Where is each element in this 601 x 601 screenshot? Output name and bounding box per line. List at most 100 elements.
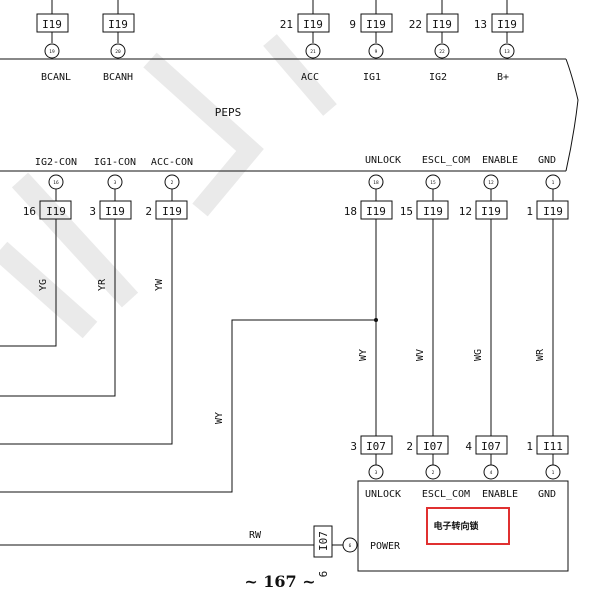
wire-label-wy-long: WY — [214, 412, 225, 424]
power-label: POWER — [370, 541, 401, 552]
escl-connector-labels: I07 I07 I07 I11 3 2 4 1 — [350, 440, 563, 453]
escl-pin-number: 4 — [465, 440, 472, 453]
signal-label-ig1: IG1 — [363, 72, 381, 83]
wire-label-wy: WY — [358, 349, 369, 361]
bottom-pin-number: 18 — [344, 205, 357, 218]
top-pin-number: 21 — [280, 18, 293, 31]
wire-junction — [374, 318, 378, 322]
peps-module — [0, 58, 579, 172]
bottom-pin-mark: 18 — [373, 180, 379, 186]
escl-connector-group — [360, 435, 569, 480]
bottom-pin-marks: 16 3 2 18 15 12 1 — [53, 180, 554, 186]
top-connector-name: I19 — [303, 18, 323, 31]
top-pin-mark: 21 — [310, 49, 316, 55]
module-title-peps: PEPS — [215, 106, 242, 119]
escl-pin-mark: 1 — [552, 470, 555, 476]
top-pin-marks: 19 20 21 9 22 13 — [49, 49, 510, 55]
top-pin-mark: 9 — [375, 49, 378, 55]
escl-pin-mark: 2 — [432, 470, 435, 476]
signal-label-escl-com: ESCL_COM — [422, 155, 470, 166]
bottom-connector-name: I19 — [366, 205, 386, 218]
wire-yr — [0, 219, 116, 397]
signal-label-acc: ACC — [301, 72, 319, 83]
top-pin-number: 13 — [474, 18, 487, 31]
bottom-pin-mark: 15 — [430, 180, 436, 186]
escl-pin-marks: 3 2 4 1 — [375, 470, 555, 476]
bottom-connector-name: I19 — [481, 205, 501, 218]
top-connector-labels: I19 I19 I19 I19 I19 I19 21 9 22 13 — [42, 18, 517, 31]
top-pin-mark: 13 — [504, 49, 510, 55]
escl-label-escl-com: ESCL_COM — [422, 489, 470, 500]
signal-label-ig2: IG2 — [429, 72, 447, 83]
bottom-pin-number: 12 — [459, 205, 472, 218]
bottom-connector-name: I19 — [162, 205, 182, 218]
escl-connector-name: I07 — [423, 440, 443, 453]
signal-label-ig1-con: IG1-CON — [94, 157, 136, 168]
wire-label-yr: YR — [97, 278, 108, 291]
escl-pin-number: 1 — [526, 440, 533, 453]
wire-label-wg: WG — [473, 349, 484, 361]
signal-label-bplus: B+ — [497, 72, 509, 83]
top-pin-mark: 19 — [49, 49, 55, 55]
top-connector-name: I19 — [42, 18, 62, 31]
top-pin-mark: 22 — [439, 49, 445, 55]
wire-yw — [0, 219, 173, 445]
escl-pin-mark: 4 — [490, 470, 493, 476]
signal-label-ig2-con: IG2-CON — [35, 157, 77, 168]
page-number: ~ 167 ~ — [244, 572, 315, 591]
signal-label-acc-con: ACC-CON — [151, 157, 193, 168]
escl-connector-name: I07 — [366, 440, 386, 453]
top-connector-name: I19 — [366, 18, 386, 31]
bottom-pin-mark: 12 — [488, 180, 494, 186]
top-connector-name: I19 — [497, 18, 517, 31]
bottom-connector-name: I19 — [46, 205, 66, 218]
wires — [0, 219, 554, 546]
signal-label-enable: ENABLE — [482, 155, 518, 166]
power-pin-number: 6 — [317, 571, 330, 578]
top-connector-name: I19 — [108, 18, 128, 31]
power-pin-mark: 6 — [349, 543, 352, 549]
peps-bottom-labels: IG2-CON IG1-CON ACC-CON UNLOCK ESCL_COM … — [35, 155, 556, 168]
power-connector-name: I07 — [317, 531, 330, 551]
escl-pin-number: 3 — [350, 440, 357, 453]
escl-module — [357, 480, 569, 572]
wire-label-yw: YW — [154, 278, 165, 291]
bottom-connector-name: I19 — [543, 205, 563, 218]
bottom-pin-mark: 3 — [114, 180, 117, 186]
escl-pin-mark: 3 — [375, 470, 378, 476]
bottom-pin-mark: 2 — [171, 180, 174, 186]
escl-connector-name: I11 — [543, 440, 563, 453]
bottom-pin-number: 1 — [526, 205, 533, 218]
escl-label-gnd: GND — [538, 489, 556, 500]
bottom-pin-number: 16 — [23, 205, 36, 218]
escl-connector-name: I07 — [481, 440, 501, 453]
top-pin-number: 22 — [409, 18, 422, 31]
wire-color-labels: YG YR YW WY WY WV WG WR RW — [38, 278, 546, 541]
bottom-pin-number: 15 — [400, 205, 413, 218]
top-signal-labels: BCANL BCANH ACC IG1 IG2 B+ — [41, 72, 509, 83]
escl-signal-labels: UNLOCK ESCL_COM ENABLE GND — [365, 489, 556, 500]
bottom-pin-number: 3 — [89, 205, 96, 218]
escl-label-unlock: UNLOCK — [365, 489, 401, 500]
escl-pin-number: 2 — [406, 440, 413, 453]
watermark — [0, 34, 337, 339]
wire-label-wv: WV — [415, 349, 426, 361]
wire-label-yg: YG — [38, 279, 49, 291]
signal-label-bcanl: BCANL — [41, 72, 71, 83]
escl-module-name: 电子转向锁 — [433, 520, 478, 532]
wire-yg — [0, 219, 57, 347]
top-connector-name: I19 — [432, 18, 452, 31]
top-pin-mark: 20 — [115, 49, 121, 55]
bottom-connector-name: I19 — [423, 205, 443, 218]
top-pin-number: 9 — [349, 18, 356, 31]
bottom-pin-number: 2 — [145, 205, 152, 218]
escl-label-enable: ENABLE — [482, 489, 518, 500]
wire-label-rw: RW — [249, 530, 262, 541]
signal-label-unlock: UNLOCK — [365, 155, 401, 166]
signal-label-bcanh: BCANH — [103, 72, 133, 83]
bottom-connector-name: I19 — [105, 205, 125, 218]
power-connector — [313, 525, 358, 558]
bottom-connector-labels: I19 I19 I19 I19 I19 I19 I19 16 3 2 18 15… — [23, 205, 563, 218]
top-connector-group — [36, 0, 524, 59]
bottom-pin-mark: 1 — [552, 180, 555, 186]
